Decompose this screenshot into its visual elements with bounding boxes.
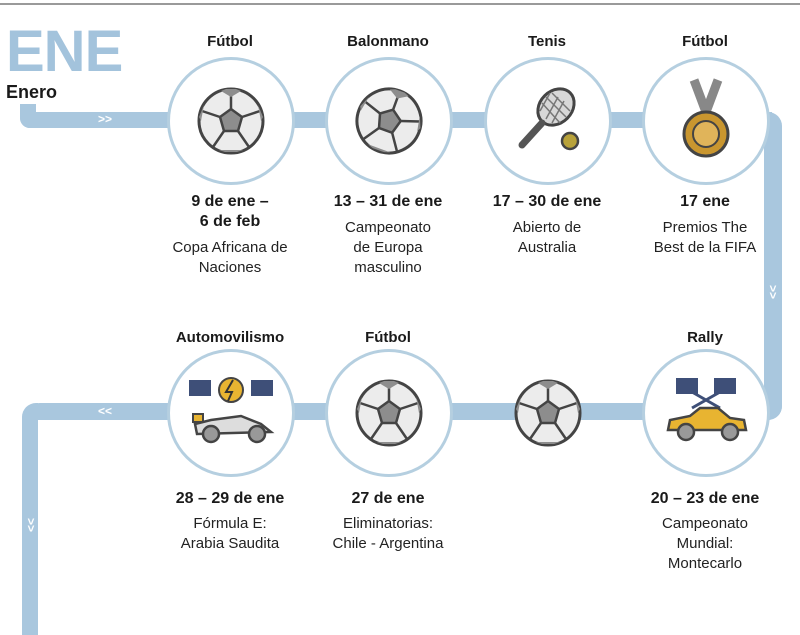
chevron-down-icon: >> [24, 517, 39, 533]
soccer-ball-icon [197, 87, 265, 155]
event-date: 27 de ene [351, 490, 425, 507]
event-date: 28 – 29 de ene [175, 490, 285, 507]
event-date: 9 de ene – 6 de feb [191, 193, 269, 230]
chevron-down-icon: >> [766, 284, 781, 300]
event-circle [484, 57, 612, 185]
medal-icon [682, 78, 730, 158]
event-circle [325, 57, 453, 185]
event-category: Fútbol [682, 33, 728, 50]
month-name: Enero [6, 82, 58, 102]
timeline-path-right [764, 112, 782, 420]
event-date: 13 – 31 de ene [333, 193, 443, 210]
event-category: Fútbol [365, 329, 411, 346]
event-circle [167, 57, 295, 185]
event-circle [642, 349, 770, 477]
event-date: 17 – 30 de ene [492, 193, 602, 210]
soccer-ball-icon [355, 379, 423, 447]
event-marker-ball [511, 376, 585, 455]
rally-car-icon [666, 378, 748, 442]
chevron-right-icon: >> [98, 112, 113, 126]
event-category: Balonmano [347, 33, 429, 50]
handball-icon [353, 85, 425, 157]
soccer-ball-icon [514, 379, 582, 447]
event-description: Eliminatorias: Chile - Argentina [332, 515, 444, 552]
event-description: Premios The Best de la FIFA [653, 219, 757, 256]
event-date: 20 – 23 de ene [650, 490, 760, 507]
event-date: 17 ene [680, 193, 730, 210]
month-abbr: ENE [6, 19, 123, 84]
event-category: Rally [687, 329, 723, 346]
event-category: Automovilismo [175, 329, 285, 346]
event-circle [642, 57, 770, 185]
formula-e-car-icon [189, 377, 275, 444]
event-description: Copa Africana de Naciones [172, 239, 288, 276]
event-description: Campeonato Mundial: Montecarlo [662, 515, 748, 572]
event-description: Abierto de Australia [512, 219, 582, 256]
event-description: Fórmula E: Arabia Saudita [180, 515, 280, 552]
chevron-left-icon: << [98, 404, 113, 418]
event-category: Tenis [527, 33, 567, 50]
top-rule [0, 3, 800, 5]
tennis-racket-icon [518, 87, 580, 151]
timeline-path-left [22, 403, 38, 635]
event-circle [325, 349, 453, 477]
event-description: Campeonato de Europa masculino [345, 219, 431, 276]
event-circle [167, 349, 295, 477]
event-category: Fútbol [207, 33, 253, 50]
